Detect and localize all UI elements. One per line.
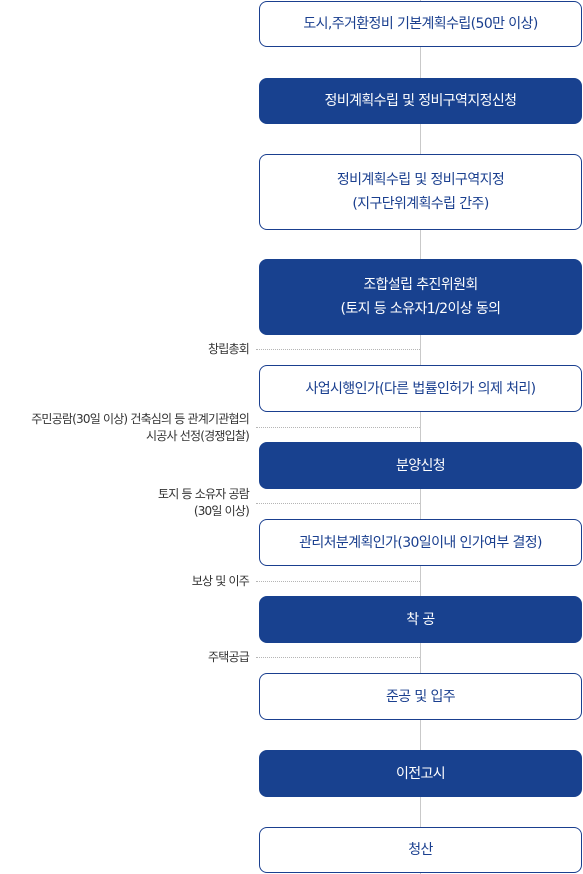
- step-construction-start: 착 공: [259, 596, 582, 643]
- step-liquidation-text: 청산: [408, 842, 433, 858]
- note-compensation-relocation-leader: [256, 581, 420, 582]
- note-public-review-line2: 시공사 선정(경쟁입찰): [146, 429, 250, 443]
- note-owner-review-line2: (30일 이상): [193, 504, 250, 518]
- note-housing-supply-leader: [256, 657, 420, 658]
- step-management-disposal-text: 관리처분계획인가(30일이내 인가여부 결정): [299, 534, 542, 551]
- step-zone-designation-line1: 정비계획수립 및 정비구역지정: [336, 172, 505, 188]
- step-zone-designation: 정비계획수립 및 정비구역지정 (지구단위계획수립 간주): [259, 154, 582, 230]
- step-completion-move-in: 준공 및 입주: [259, 673, 582, 720]
- step-sale-application: 분양신청: [259, 442, 582, 489]
- note-public-review: 주민공람(30일 이상) 건축심의 등 관계기관협의 시공사 선정(경쟁입찰): [31, 411, 250, 445]
- flow-connector-line: [420, 0, 421, 874]
- step-promotion-committee-line2: (토지 등 소유자1/2이상 동의: [340, 301, 502, 317]
- note-public-review-leader: [256, 427, 420, 428]
- step-construction-start-text: 착 공: [406, 611, 435, 628]
- step-transfer-notice: 이전고시: [259, 750, 582, 797]
- step-completion-move-in-text: 준공 및 입주: [385, 688, 456, 705]
- step-zone-designation-line2: (지구단위계획수립 간주): [352, 196, 489, 212]
- note-owner-review-leader: [256, 503, 420, 504]
- step-project-approval: 사업시행인가(다른 법률인허가 의제 처리): [259, 365, 582, 412]
- note-owner-review-line1: 토지 등 소유자 공람: [158, 487, 250, 501]
- step-project-approval-text: 사업시행인가(다른 법률인허가 의제 처리): [305, 380, 536, 397]
- note-public-review-line1: 주민공람(30일 이상) 건축심의 등 관계기관협의: [31, 412, 250, 426]
- step-plan-application: 정비계획수립 및 정비구역지정신청: [259, 78, 582, 124]
- note-founding-meeting-leader: [256, 349, 420, 350]
- note-housing-supply: 주택공급: [208, 649, 250, 666]
- note-founding-meeting: 창립총회: [208, 341, 250, 358]
- note-compensation-relocation: 보상 및 이주: [191, 573, 250, 590]
- note-housing-supply-text: 주택공급: [208, 650, 250, 664]
- step-promotion-committee: 조합설립 추진위원회 (토지 등 소유자1/2이상 동의: [259, 259, 582, 335]
- step-basic-plan: 도시,주거환정비 기본계획수립(50만 이상): [259, 1, 582, 47]
- step-basic-plan-text: 도시,주거환정비 기본계획수립(50만 이상): [303, 16, 538, 32]
- step-sale-application-text: 분양신청: [395, 457, 446, 474]
- note-founding-meeting-text: 창립총회: [208, 342, 250, 356]
- note-owner-review: 토지 등 소유자 공람 (30일 이상): [158, 486, 250, 520]
- step-plan-application-text: 정비계획수립 및 정비구역지정신청: [324, 93, 518, 109]
- step-management-disposal: 관리처분계획인가(30일이내 인가여부 결정): [259, 519, 582, 566]
- step-promotion-committee-line1: 조합설립 추진위원회: [363, 277, 478, 293]
- note-compensation-relocation-text: 보상 및 이주: [191, 574, 250, 588]
- step-transfer-notice-text: 이전고시: [395, 765, 446, 782]
- step-liquidation: 청산: [259, 827, 582, 873]
